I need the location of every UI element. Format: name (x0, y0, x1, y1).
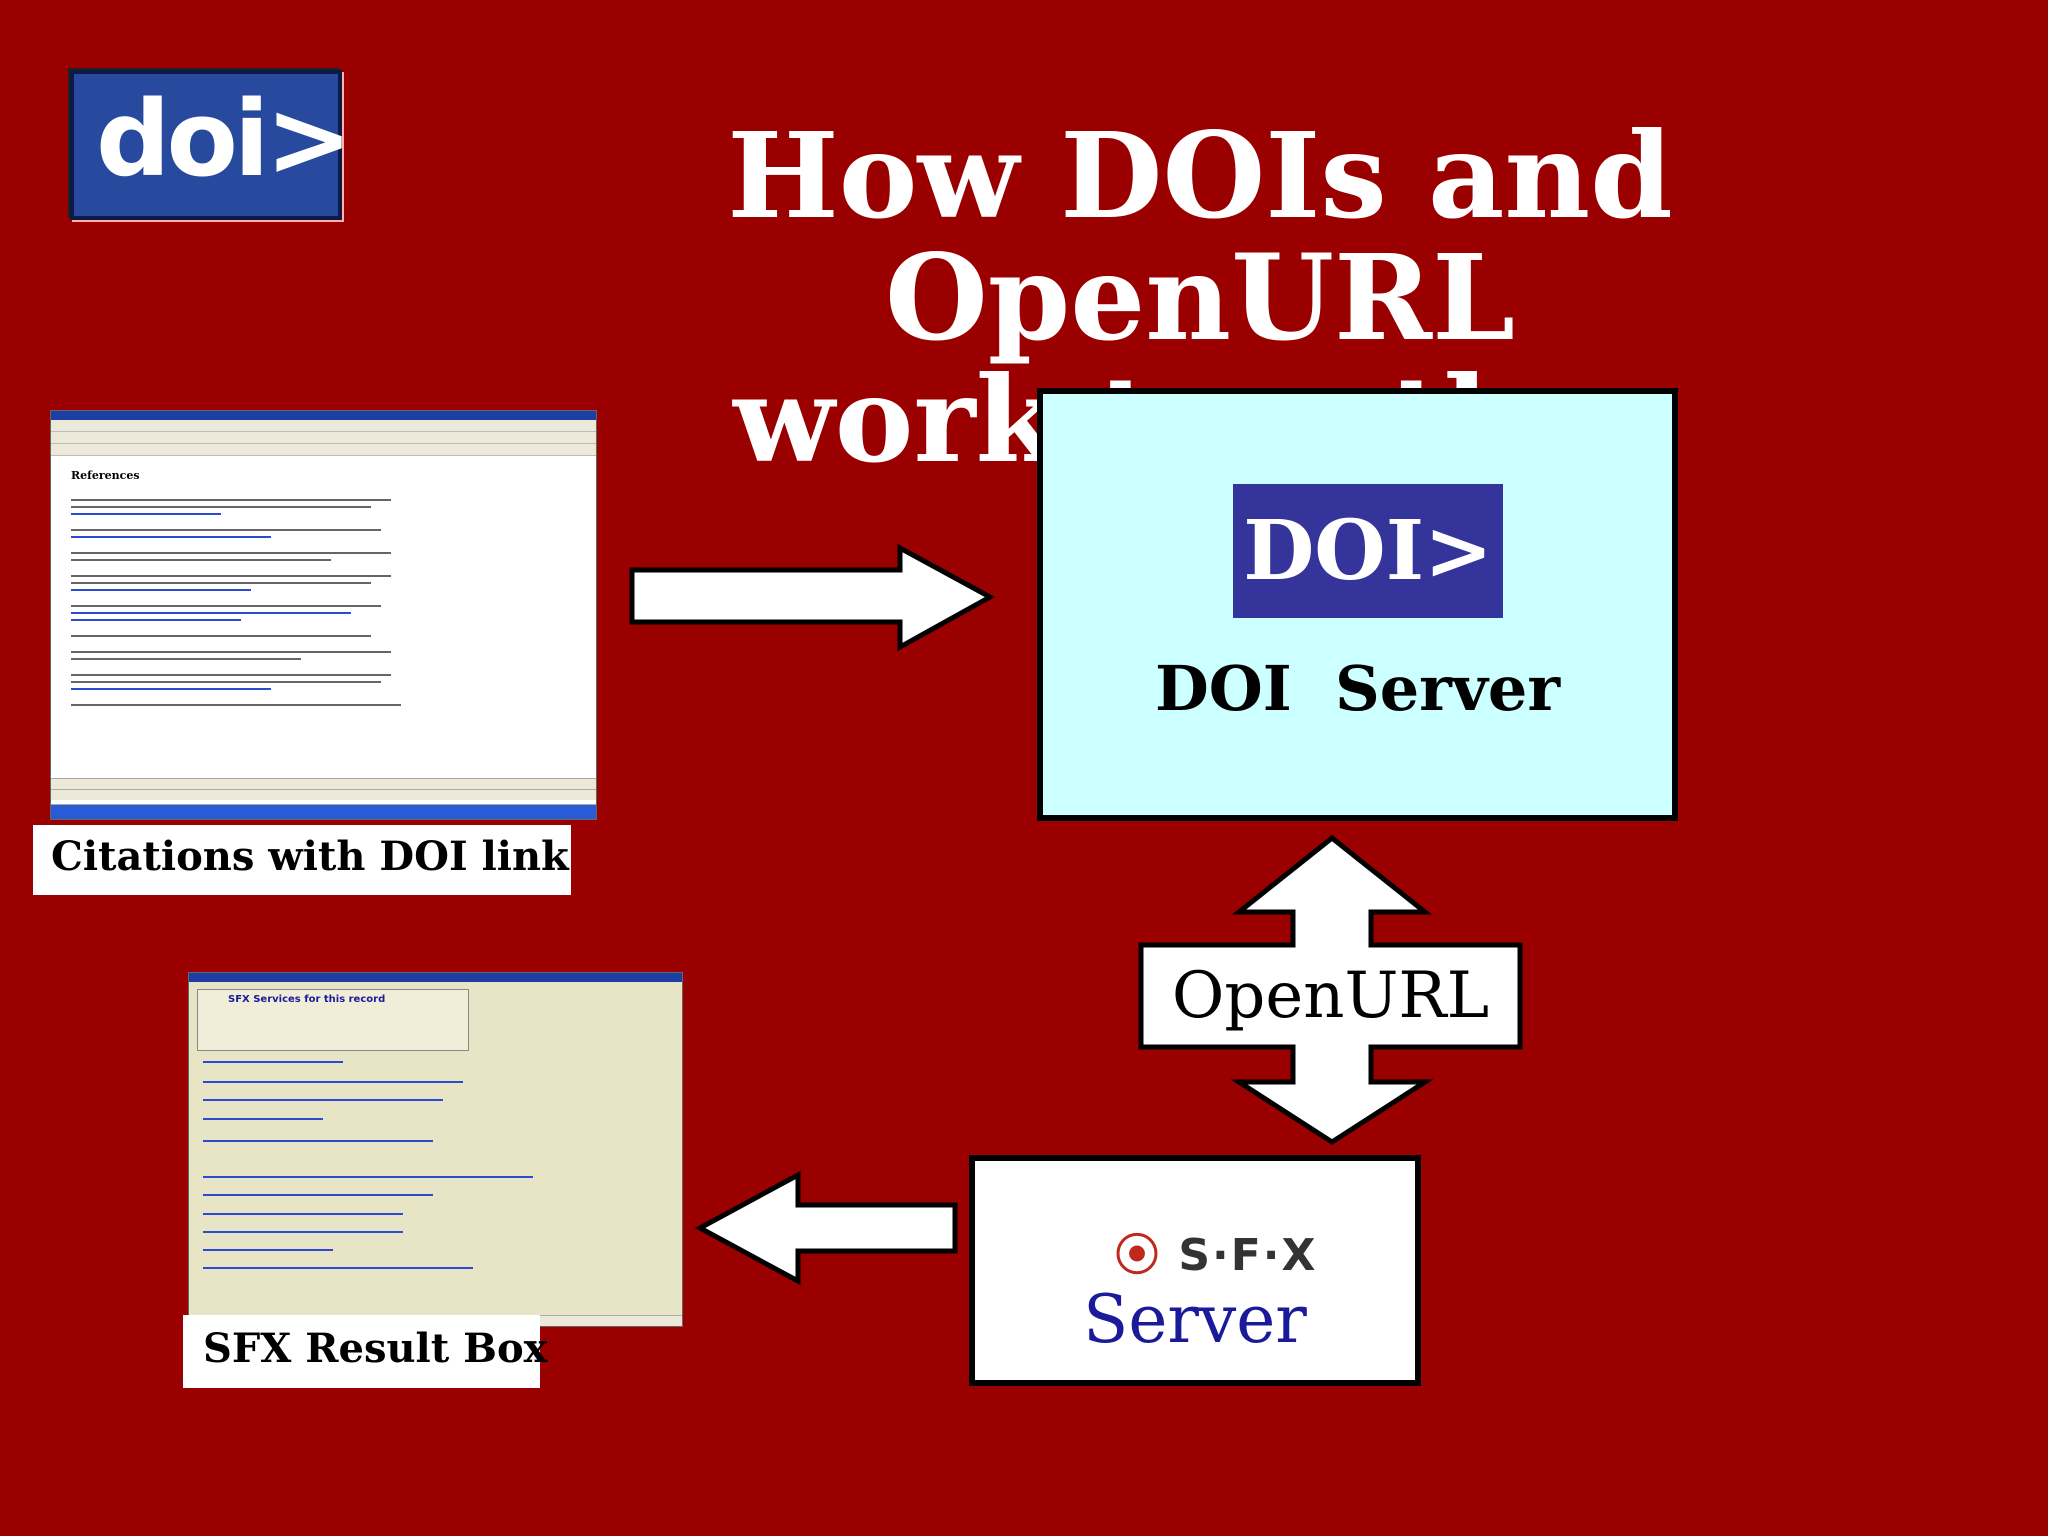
doi-badge: DOI> (1233, 484, 1503, 618)
taskbar (51, 804, 596, 819)
window-tabs (51, 789, 596, 800)
sfx-swirl-icon: ⦿ (1115, 1230, 1161, 1281)
window-toolbar (51, 432, 596, 444)
citation-line (71, 582, 371, 584)
citation-line (71, 506, 371, 508)
doi-link[interactable] (71, 612, 351, 614)
window-menubar (51, 420, 596, 432)
sfx-service-link[interactable] (203, 1061, 343, 1063)
citation-line (71, 559, 331, 561)
window-titlebar (189, 973, 682, 982)
sfx-service-link[interactable] (203, 1249, 333, 1251)
citations-screenshot: References (50, 410, 597, 820)
doi-logo: doi> (70, 70, 353, 220)
title-line-1: How DOIs and OpenURL (727, 106, 1673, 367)
right-arrow (629, 543, 996, 652)
citation-line (71, 704, 401, 706)
citation-line (71, 635, 371, 637)
citation-line (71, 575, 391, 577)
sfx-service-link[interactable] (203, 1081, 463, 1083)
window-statusbar (51, 778, 596, 789)
sfx-server-box: ⦿ S·F·X Server (969, 1155, 1421, 1386)
sfx-service-link[interactable] (203, 1267, 473, 1269)
sfx-service-link[interactable] (203, 1194, 433, 1196)
citation-line (71, 681, 381, 683)
references-heading: References (71, 469, 140, 482)
citation-line (71, 605, 381, 607)
window-addressbar (51, 444, 596, 456)
citation-line (71, 658, 301, 660)
doi-server-box: DOI> DOI Server (1037, 388, 1678, 821)
citation-line (71, 499, 391, 501)
sfx-logo: ⦿ S·F·X (1115, 1230, 1318, 1281)
sfx-service-link[interactable] (203, 1118, 323, 1120)
doi-link[interactable] (71, 619, 241, 621)
doi-link[interactable] (71, 688, 271, 690)
doi-link[interactable] (71, 513, 221, 515)
sfx-service-link[interactable] (203, 1213, 403, 1215)
citation-line (71, 674, 391, 676)
sfx-server-label: Server (1083, 1281, 1307, 1358)
sfx-result-screenshot: SFX Services for this record (188, 972, 683, 1327)
openurl-double-arrow (1138, 834, 1523, 1145)
sfx-record-box: SFX Services for this record (197, 989, 469, 1051)
window-titlebar (51, 411, 596, 420)
sfx-service-link[interactable] (203, 1099, 443, 1101)
sfx-result-caption: SFX Result Box (183, 1315, 547, 1388)
citations-caption: Citations with DOI link (33, 825, 571, 895)
left-arrow (694, 1170, 958, 1286)
doi-server-label: DOI Server (1155, 652, 1560, 725)
sfx-service-link[interactable] (203, 1176, 533, 1178)
citation-line (71, 552, 391, 554)
sfx-service-link[interactable] (203, 1231, 403, 1233)
openurl-label: OpenURL (1171, 959, 1490, 1033)
citation-line (71, 529, 381, 531)
doi-link[interactable] (71, 536, 271, 538)
doi-link[interactable] (71, 589, 251, 591)
sfx-service-link[interactable] (203, 1140, 433, 1142)
doi-logo-text: doi> (96, 78, 353, 200)
sfx-services-heading: SFX Services for this record (228, 994, 386, 1005)
citation-line (71, 651, 391, 653)
